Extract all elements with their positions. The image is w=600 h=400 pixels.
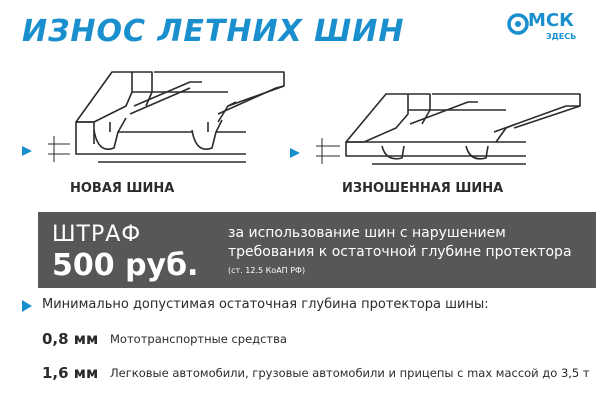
- fine-description: за использование шин с нарушением требов…: [228, 224, 588, 262]
- logo-ring-icon: [507, 13, 529, 35]
- play-bullet-icon: [22, 300, 32, 312]
- fine-law-reference: (ст. 12.5 КоАП РФ): [228, 266, 306, 275]
- fine-description-line: требования к остаточной глубине протекто…: [228, 244, 572, 260]
- new-tire-illustration: [22, 71, 285, 163]
- new-tire-label: НОВАЯ ШИНА: [70, 181, 175, 196]
- page-title: ИЗНОС ЛЕТНИХ ШИН: [22, 14, 405, 49]
- fine-amount: 500 руб.: [52, 248, 199, 283]
- depth-intro-text: Минимально допустимая остаточная глубина…: [42, 297, 489, 312]
- depth-value: 1,6 мм: [42, 364, 99, 382]
- logo-subtext: ЗДЕСЬ: [546, 32, 577, 41]
- fine-panel: ШТРАФ 500 руб. за использование шин с на…: [38, 212, 596, 288]
- worn-tire-label: ИЗНОШЕННАЯ ШИНА: [342, 181, 504, 196]
- fine-label: ШТРАФ: [52, 222, 142, 247]
- logo-text: МСК: [528, 10, 574, 31]
- depth-marker-icon: [22, 146, 32, 156]
- depth-description: Мототранспортные средства: [110, 332, 287, 346]
- depth-value: 0,8 мм: [42, 330, 99, 348]
- worn-tire-illustration: [290, 93, 581, 165]
- depth-description: Легковые автомобили, грузовые автомобили…: [110, 366, 590, 380]
- fine-description-line: за использование шин с нарушением: [228, 225, 506, 241]
- logo: МСК ЗДЕСЬ: [506, 10, 596, 44]
- depth-marker-icon: [290, 148, 300, 158]
